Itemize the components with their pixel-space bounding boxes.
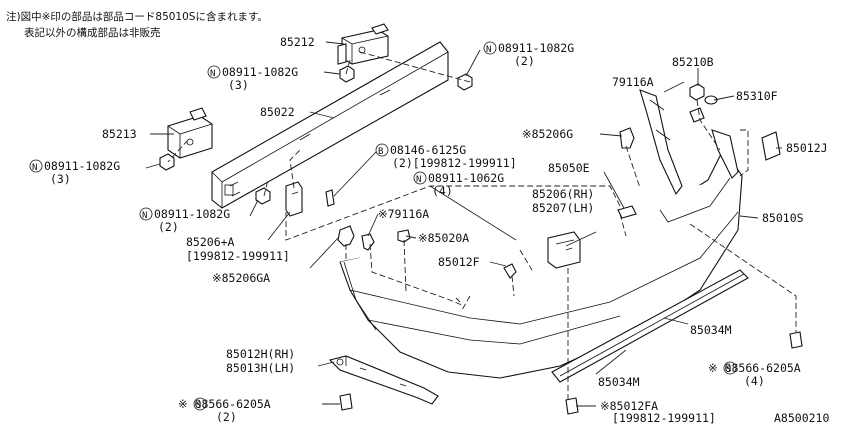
label-85206ga: ※85206GA <box>212 271 270 285</box>
label-08566-6205a-right: ※ 08566-6205A <box>708 361 801 375</box>
label-85013h: 85013H(LH) <box>226 361 295 375</box>
screw-symbol-right: S <box>726 365 731 375</box>
label-85034m-lower: 85034M <box>598 375 640 389</box>
lower-bracket-85012h <box>328 355 439 405</box>
label-08911-1082g-top-qty: (3) <box>228 78 249 92</box>
label-85012fa: ※85012FA <box>600 399 658 413</box>
label-08911-1062g: 08911-1062G <box>428 171 504 185</box>
svg-text:N: N <box>416 175 421 185</box>
label-85012fa-date: [199812-199911] <box>612 411 716 425</box>
label-85012j: 85012J <box>786 141 828 155</box>
label-85212: 85212 <box>280 35 315 49</box>
label-85210b: 85210B <box>672 55 714 69</box>
label-08911-1082g-top: 08911-1082G <box>222 65 298 79</box>
callout-s08566-6205a-left: ※ 08566-6205A S (2) <box>178 397 271 424</box>
reinforcement-beam <box>211 41 449 209</box>
label-08911-1062g-qty: (4) <box>432 184 453 198</box>
nut-symbol: N <box>486 45 491 55</box>
label-85050e: 85050E <box>548 161 590 175</box>
label-08911-1082g-left: 08911-1082G <box>44 159 120 173</box>
leader-lines <box>145 41 782 407</box>
label-85206-a: 85206+A <box>186 235 235 249</box>
label-08911-1082g-left-qty: (3) <box>50 172 71 186</box>
callout-n08911-1082g-3b: N 08911-1082G (3) <box>29 159 120 186</box>
label-85310f: 85310F <box>736 89 778 103</box>
fasteners-group <box>337 107 803 415</box>
callout-n08911-1082g-3a: N 08911-1082G (3) <box>207 65 298 92</box>
label-85022: 85022 <box>260 105 295 119</box>
label-85206g: ※85206G <box>522 127 573 141</box>
note-line-2: 表記以外の構成部品は非販売 <box>24 26 161 39</box>
bracket-85213 <box>167 107 213 159</box>
bracket-85206-a <box>285 181 335 217</box>
label-08911-1082g-top-right: 08911-1082G <box>498 41 574 55</box>
label-85010s: 85010S <box>762 211 804 225</box>
svg-text:N: N <box>210 69 215 79</box>
callout-n08911-1082g-2: N 08911-1082G (2) <box>483 41 574 68</box>
callout-n08911-1062g: N 08911-1062G (4) <box>413 171 504 198</box>
label-08911-1082g-lower-qty: (2) <box>158 220 179 234</box>
label-85206-rh: 85206(RH) <box>532 187 594 201</box>
label-85206-a-date: [199812-199911] <box>186 249 290 263</box>
label-85020a: ※85020A <box>418 231 469 245</box>
label-85213: 85213 <box>102 127 137 141</box>
callout-b08146-6125g: B 08146-6125G (2)[199812-199911] <box>375 143 517 170</box>
label-08146-6125g-qty: (2)[199812-199911] <box>392 156 517 170</box>
label-79116a-right: 79116A <box>612 75 654 89</box>
label-85207-lh: 85207(LH) <box>532 201 594 215</box>
screw-symbol-left: S <box>196 401 201 411</box>
label-08911-1082g-top-right-qty: (2) <box>514 54 535 68</box>
label-79116a-left: ※79116A <box>378 207 429 221</box>
label-85012f: 85012F <box>438 255 480 269</box>
diagram-code: A8500210 <box>774 411 829 425</box>
label-08146-6125g: 08146-6125G <box>390 143 466 157</box>
callout-s08566-6205a-right: ※ 08566-6205A S (4) <box>708 361 801 388</box>
note-line-1: 注)図中※印の部品は部品コード85010Sに含まれます。 <box>6 10 268 23</box>
label-85012h: 85012H(RH) <box>226 347 295 361</box>
callout-n08911-1082g-2b: N 08911-1082G (2) <box>139 207 230 234</box>
bracket-85206-rh <box>547 231 581 269</box>
bracket-85212 <box>337 23 389 65</box>
assembly-lines <box>167 51 797 400</box>
reflector-strip <box>551 269 749 383</box>
label-85034m-upper: 85034M <box>690 323 732 337</box>
label-08911-1082g-lower: 08911-1082G <box>154 207 230 221</box>
label-08566-6205a-left-qty: (2) <box>216 410 237 424</box>
label-08566-6205a-right-qty: (4) <box>744 374 765 388</box>
bolt-symbol: B <box>378 147 383 157</box>
svg-text:N: N <box>142 211 147 221</box>
label-08566-6205a-left: ※ 08566-6205A <box>178 397 271 411</box>
svg-text:N: N <box>32 163 37 173</box>
